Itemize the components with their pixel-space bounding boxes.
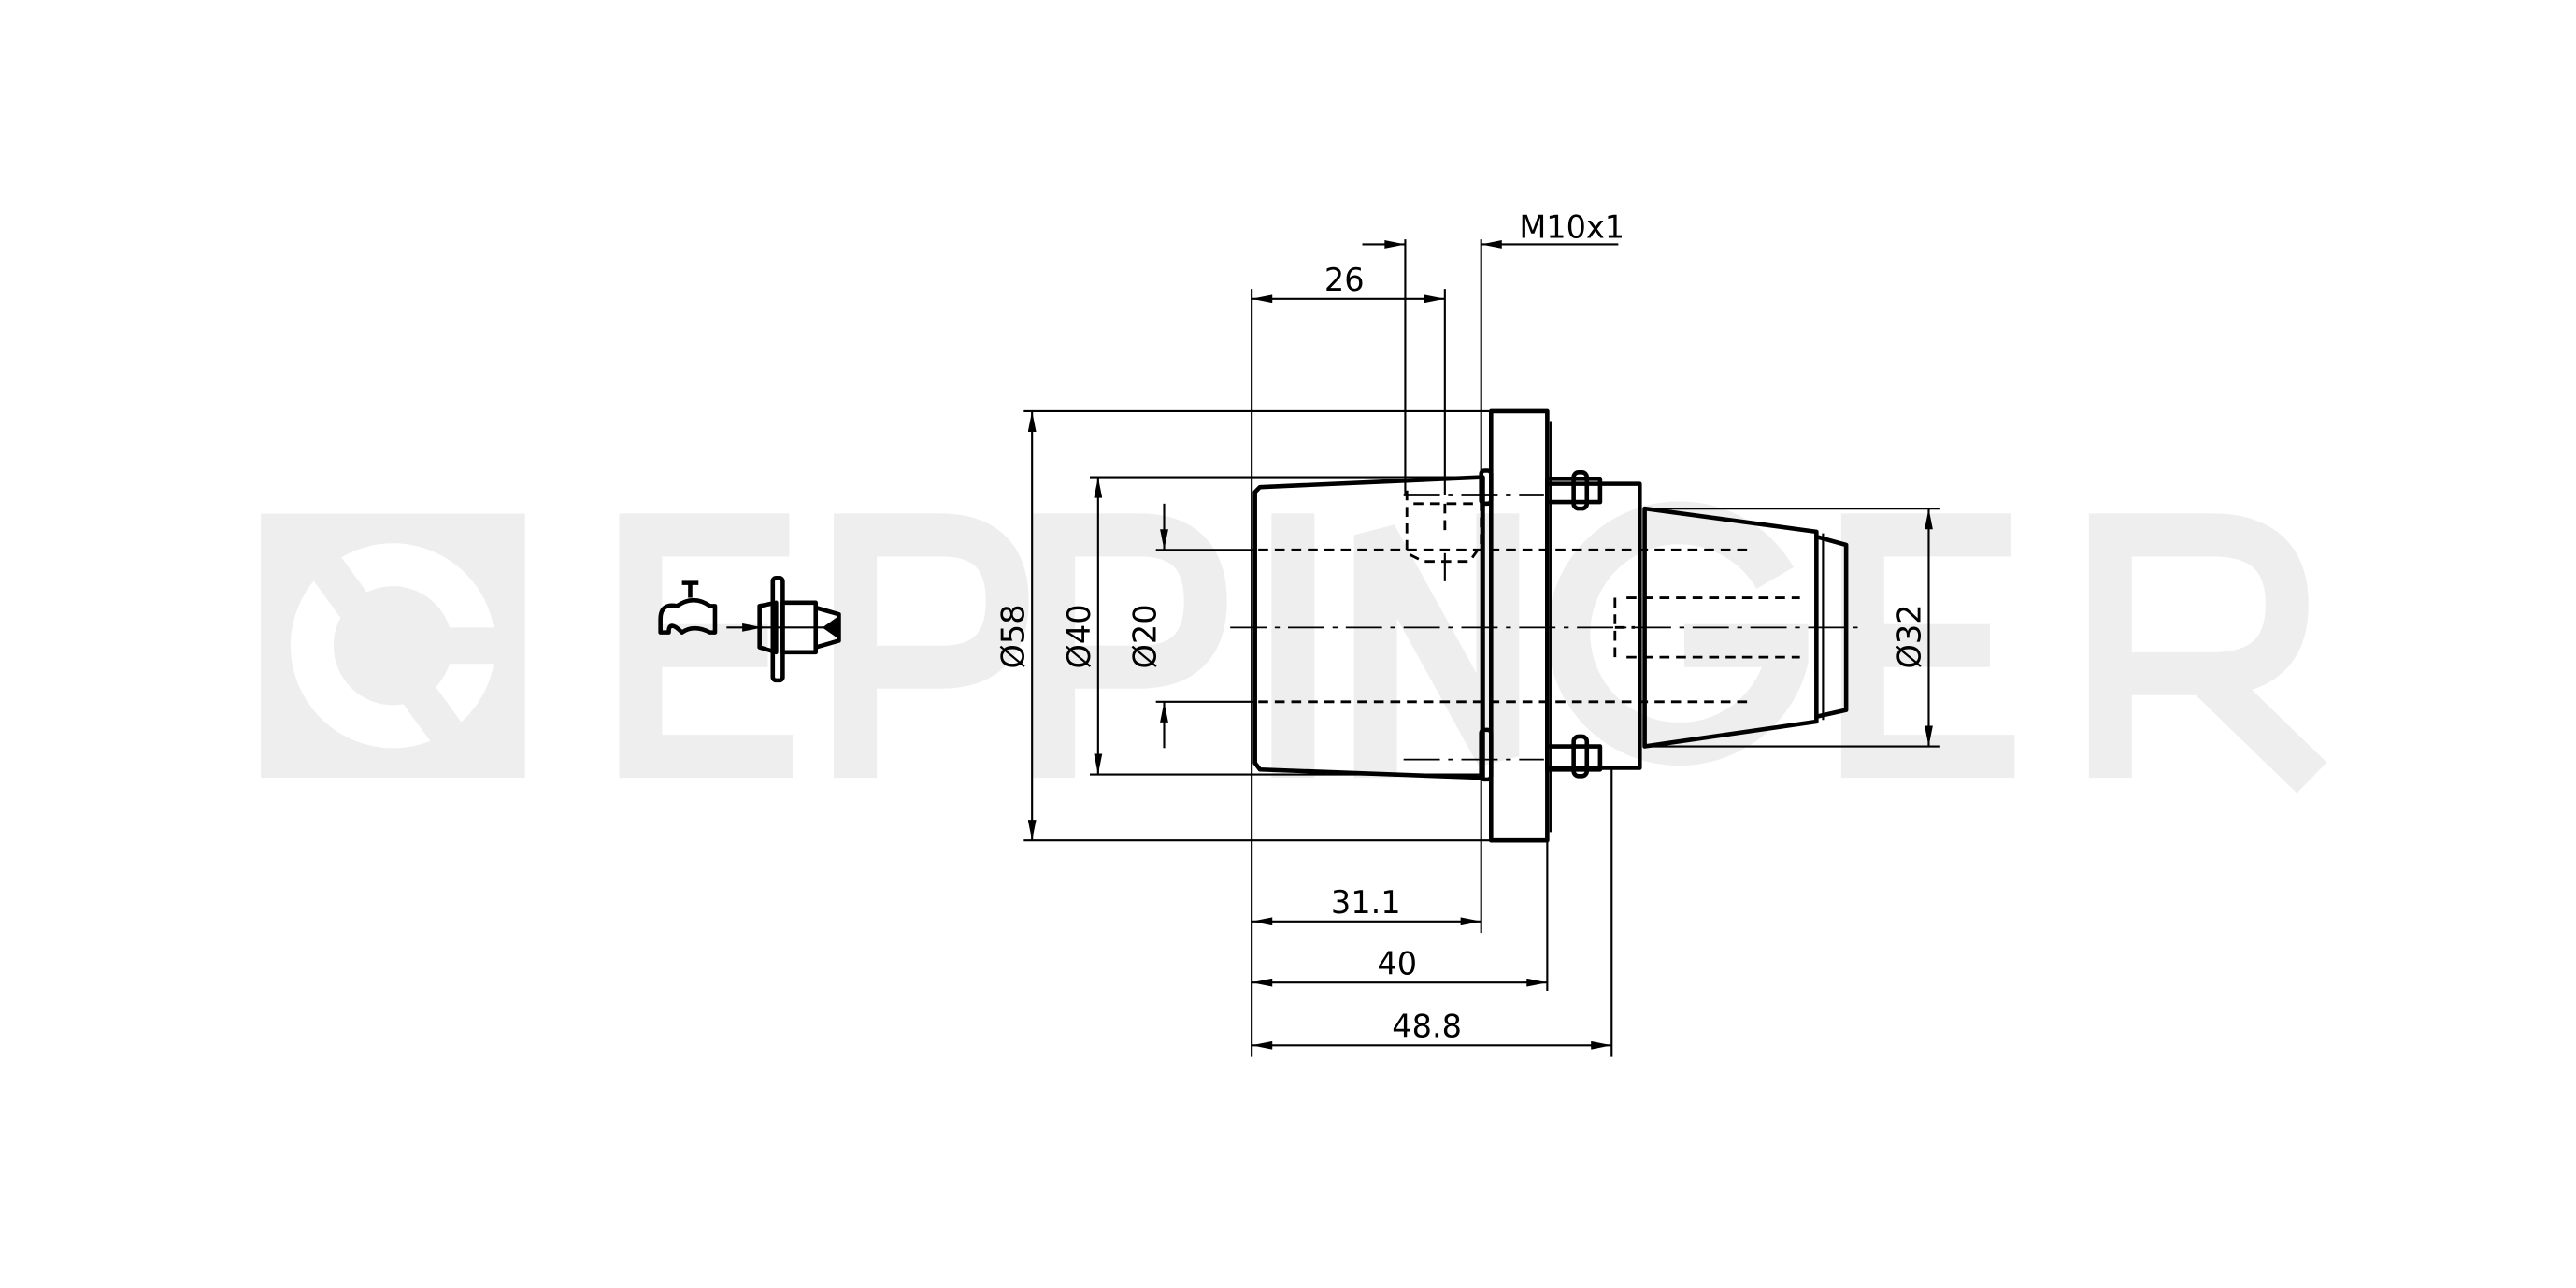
dia-20-label: Ø20 <box>1127 604 1164 668</box>
dimension-lines <box>1027 240 1933 1050</box>
eppinger-watermark-logo <box>261 501 2327 794</box>
dim-40-label: 40 <box>1377 945 1417 981</box>
dim-31-1-label: 31.1 <box>1331 884 1401 921</box>
dia-32-label: Ø32 <box>1892 604 1928 668</box>
extension-lines <box>1023 239 1940 1057</box>
thread-label: M10x1 <box>1519 208 1624 245</box>
dia-58-label: Ø58 <box>995 604 1031 668</box>
dim-26-label: 26 <box>1324 262 1365 298</box>
tool-holder-icon <box>726 576 841 683</box>
dim-48-8-label: 48.8 <box>1392 1008 1462 1044</box>
coolant-tap-icon <box>658 580 718 635</box>
dia-40-label: Ø40 <box>1061 604 1097 668</box>
